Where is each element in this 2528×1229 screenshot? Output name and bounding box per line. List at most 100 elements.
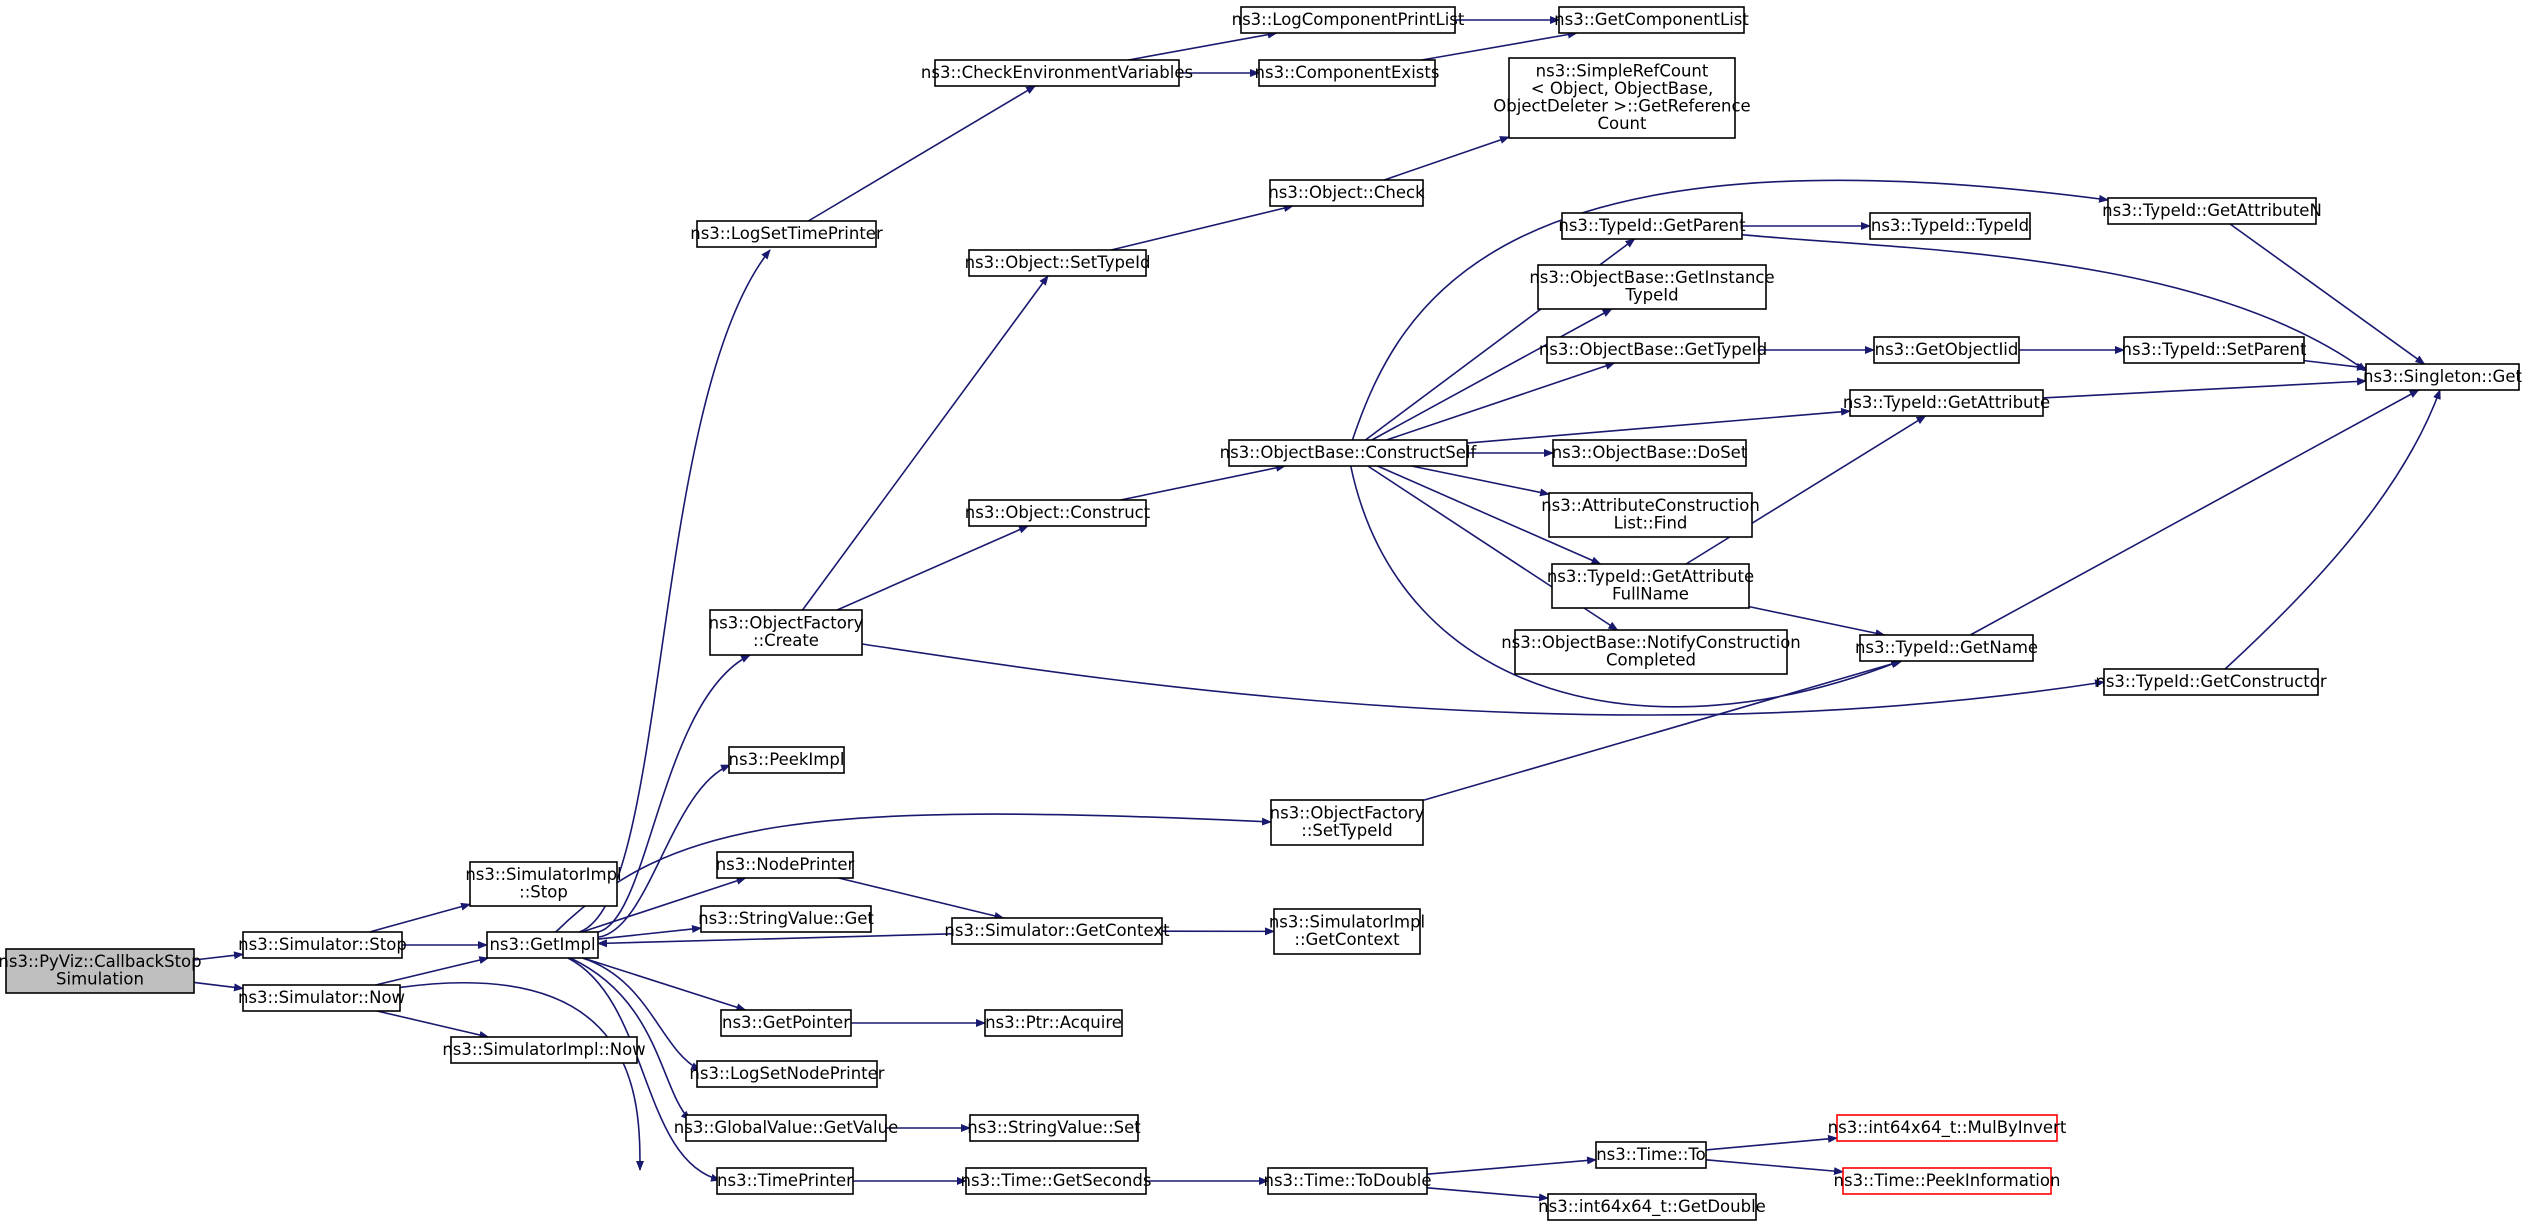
- node-box[interactable]: [934, 59, 1180, 87]
- node-box[interactable]: [2123, 336, 2305, 364]
- node-logsettime[interactable]: ns3::LogSetTimePrinter: [690, 220, 883, 248]
- node-box[interactable]: [486, 931, 599, 959]
- node-box[interactable]: [1267, 1167, 1428, 1195]
- node-gv-getvalue[interactable]: ns3::GlobalValue::GetValue: [674, 1114, 898, 1142]
- node-sim-now[interactable]: ns3::Simulator::Now: [238, 984, 405, 1012]
- node-tid-getparent[interactable]: ns3::TypeId::GetParent: [1558, 212, 1746, 240]
- node-box[interactable]: [1842, 1167, 2052, 1195]
- node-box[interactable]: [242, 984, 401, 1012]
- node-box[interactable]: [5, 948, 195, 994]
- node-box[interactable]: [1258, 59, 1436, 87]
- node-box[interactable]: [1836, 1114, 2058, 1142]
- node-i64-getdouble[interactable]: ns3::int64x64_t::GetDouble: [1538, 1193, 1766, 1221]
- node-getpointer[interactable]: ns3::GetPointer: [720, 1009, 852, 1037]
- node-ob-doset[interactable]: ns3::ObjectBase::DoSet: [1552, 439, 1748, 467]
- node-box[interactable]: [1552, 439, 1747, 467]
- node-getcomplist[interactable]: ns3::GetComponentList: [1554, 6, 1749, 34]
- node-box[interactable]: [1514, 629, 1788, 675]
- node-obj-construct[interactable]: ns3::Object::Construct: [965, 499, 1151, 527]
- node-i64-mulbyinvert[interactable]: ns3::int64x64_t::MulByInvert: [1828, 1114, 2067, 1142]
- node-peekimpl[interactable]: ns3::PeekImpl: [728, 746, 845, 774]
- node-box[interactable]: [1561, 212, 1743, 240]
- node-box[interactable]: [965, 1167, 1147, 1195]
- node-getimpl[interactable]: ns3::GetImpl: [486, 931, 599, 959]
- node-ob-notify[interactable]: ns3::ObjectBase::NotifyConstructionCompl…: [1501, 629, 1801, 675]
- node-box[interactable]: [1869, 212, 2031, 240]
- node-time-todouble[interactable]: ns3::Time::ToDouble: [1263, 1167, 1432, 1195]
- node-box[interactable]: [968, 499, 1147, 527]
- node-box[interactable]: [1270, 799, 1424, 846]
- node-box[interactable]: [1546, 336, 1760, 364]
- node-time-peekinfo[interactable]: ns3::Time::PeekInformation: [1834, 1167, 2061, 1195]
- node-singleton-get[interactable]: ns3::Singleton::Get: [2363, 363, 2522, 391]
- node-box[interactable]: [1228, 439, 1468, 467]
- node-objfactory-create[interactable]: ns3::ObjectFactory::Create: [709, 609, 864, 656]
- node-box[interactable]: [1859, 634, 2034, 662]
- node-tid-setparent[interactable]: ns3::TypeId::SetParent: [2122, 336, 2307, 364]
- node-nodeprinter[interactable]: ns3::NodePrinter: [716, 851, 855, 879]
- node-box[interactable]: [709, 609, 863, 656]
- node-box[interactable]: [716, 1167, 854, 1195]
- node-box[interactable]: [951, 917, 1163, 945]
- node-box[interactable]: [450, 1036, 638, 1064]
- node-box[interactable]: [1873, 336, 2020, 364]
- node-simimpl-stop[interactable]: ns3::SimulatorImpl::Stop: [465, 861, 622, 907]
- node-logcompprint[interactable]: ns3::LogComponentPrintList: [1232, 6, 1465, 34]
- node-getobjectiid[interactable]: ns3::GetObjectIid: [1873, 336, 2020, 364]
- node-box[interactable]: [2365, 363, 2520, 391]
- node-box[interactable]: [1537, 264, 1767, 310]
- node-tid-getattribute[interactable]: ns3::TypeId::GetAttribute: [1843, 389, 2050, 417]
- node-box[interactable]: [2107, 197, 2317, 225]
- node-tid-getname[interactable]: ns3::TypeId::GetName: [1855, 634, 2038, 662]
- node-tid-getattrn[interactable]: ns3::TypeId::GetAttributeN: [2102, 197, 2322, 225]
- node-ob-constructself[interactable]: ns3::ObjectBase::ConstructSelf: [1220, 439, 1478, 467]
- node-box[interactable]: [984, 1009, 1123, 1037]
- node-strval-set[interactable]: ns3::StringValue::Set: [967, 1114, 1141, 1142]
- node-box[interactable]: [1849, 389, 2044, 417]
- node-box[interactable]: [728, 746, 845, 774]
- node-box[interactable]: [469, 861, 618, 907]
- node-box[interactable]: [720, 1009, 852, 1037]
- node-box[interactable]: [1240, 6, 1456, 34]
- node-box[interactable]: [1558, 6, 1745, 34]
- node-ptr-acquire[interactable]: ns3::Ptr::Acquire: [984, 1009, 1123, 1037]
- node-box[interactable]: [242, 931, 403, 959]
- node-ob-gettypeid[interactable]: ns3::ObjectBase::GetTypeId: [1539, 336, 1767, 364]
- node-box[interactable]: [696, 1060, 878, 1088]
- node-box[interactable]: [685, 1114, 887, 1142]
- node-box[interactable]: [1273, 908, 1421, 955]
- node-time-getseconds[interactable]: ns3::Time::GetSeconds: [961, 1167, 1152, 1195]
- node-logsetnode[interactable]: ns3::LogSetNodePrinter: [689, 1060, 885, 1088]
- node-box[interactable]: [1551, 563, 1750, 609]
- node-simplerefcount[interactable]: ns3::SimpleRefCount< Object, ObjectBase,…: [1493, 57, 1751, 139]
- node-simimpl-getcontext[interactable]: ns3::SimulatorImpl::GetContext: [1269, 908, 1425, 955]
- node-sim-stop[interactable]: ns3::Simulator::Stop: [238, 931, 407, 959]
- node-box[interactable]: [969, 1114, 1139, 1142]
- node-box[interactable]: [700, 905, 872, 933]
- node-box[interactable]: [1508, 57, 1736, 139]
- node-time-to[interactable]: ns3::Time::To: [1595, 1141, 1707, 1169]
- node-box[interactable]: [1547, 1193, 1757, 1221]
- node-box[interactable]: [2103, 668, 2319, 696]
- node-box[interactable]: [1595, 1141, 1707, 1169]
- node-box[interactable]: [716, 851, 854, 879]
- node-box[interactable]: [1269, 179, 1424, 207]
- node-compexists[interactable]: ns3::ComponentExists: [1255, 59, 1440, 87]
- node-tid-getconstructor[interactable]: ns3::TypeId::GetConstructor: [2095, 668, 2327, 696]
- node-timeprinter[interactable]: ns3::TimePrinter: [716, 1167, 854, 1195]
- node-checkenv[interactable]: ns3::CheckEnvironmentVariables: [921, 59, 1193, 87]
- node-box[interactable]: [1548, 492, 1753, 538]
- node-of-settypeid[interactable]: ns3::ObjectFactory::SetTypeId: [1270, 799, 1425, 846]
- node-box[interactable]: [696, 220, 877, 248]
- node-tid-typeid[interactable]: ns3::TypeId::TypeId: [1869, 212, 2031, 240]
- node-obj-check[interactable]: ns3::Object::Check: [1268, 179, 1425, 207]
- node-strval-get[interactable]: ns3::StringValue::Get: [698, 905, 874, 933]
- node-sim-getcontext[interactable]: ns3::Simulator::GetContext: [944, 917, 1170, 945]
- node-simimpl-now[interactable]: ns3::SimulatorImpl::Now: [442, 1036, 646, 1064]
- node-box[interactable]: [968, 249, 1147, 277]
- node-obj-settypeid[interactable]: ns3::Object::SetTypeId: [965, 249, 1151, 277]
